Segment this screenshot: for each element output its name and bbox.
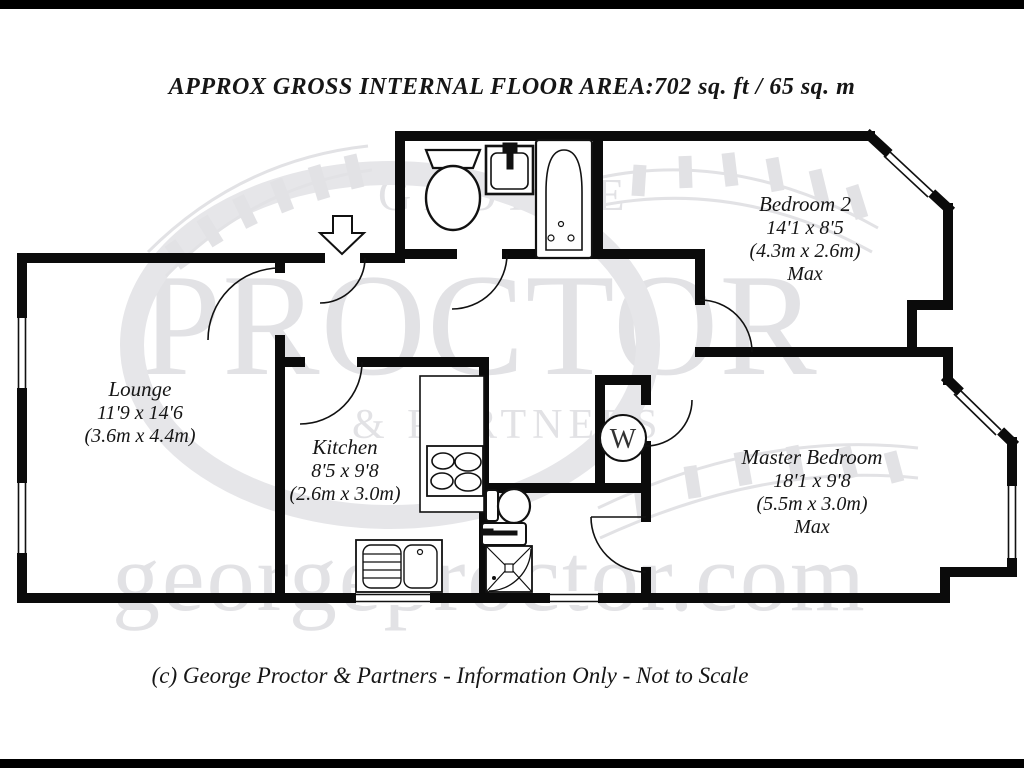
shower-room-fixtures	[480, 487, 533, 593]
kitchen-sink-icon	[355, 539, 443, 593]
hall-rear-window	[550, 591, 598, 605]
closet-door-arc	[645, 399, 693, 447]
copyright-footer: (c) George Proctor & Partners - Informat…	[151, 663, 749, 688]
washing-machine-icon: W	[599, 414, 647, 462]
room-label-bedroom2: Bedroom 2 14'1 x 8'5 (4.3m x 2.6m) Max	[749, 192, 861, 285]
windows	[15, 134, 1019, 605]
corner-shower-icon	[485, 545, 533, 593]
bedroom2-bay-window	[868, 134, 950, 216]
bathroom-fixtures	[424, 138, 594, 260]
master-bay-diagonal-window	[939, 373, 1019, 453]
kitchen-fixtures	[355, 375, 485, 593]
room-name: Lounge	[108, 377, 172, 401]
watermark-logo-graphics	[120, 144, 919, 540]
toilet2-icon	[485, 487, 532, 525]
top-border-bar	[0, 0, 1024, 9]
hob-icon	[426, 445, 484, 497]
lounge-door-arc	[207, 267, 281, 341]
room-name: Kitchen	[312, 435, 378, 459]
kitchen-door-arc	[299, 361, 363, 425]
washing-machine-symbol: W	[610, 424, 637, 455]
toilet-icon	[424, 148, 482, 232]
master-right-window	[1005, 486, 1019, 558]
room-dims-metric: (2.6m x 3.0m)	[289, 482, 401, 505]
entrance-door-arc	[319, 257, 366, 304]
bedroom2-door-arc	[699, 299, 753, 353]
room-label-master-bedroom: Master Bedroom 18'1 x 9'8 (5.5m x 3.0m) …	[741, 445, 883, 538]
room-dims-imperial: 18'1 x 9'8	[773, 469, 851, 492]
room-dims-imperial: 11'9 x 14'6	[97, 401, 183, 424]
room-name: Bedroom 2	[759, 192, 851, 216]
master-door-arc	[590, 516, 647, 573]
bathtub-icon	[534, 138, 594, 260]
room-dims-metric: (4.3m x 2.6m)	[749, 239, 861, 262]
room-dims-metric: (3.6m x 4.4m)	[84, 424, 196, 447]
basin2-icon	[480, 522, 527, 546]
room-label-lounge: Lounge 11'9 x 14'6 (3.6m x 4.4m)	[84, 377, 196, 448]
lounge-window-upper	[15, 318, 29, 388]
basin-icon	[484, 142, 535, 196]
bathroom-door-arc	[451, 253, 508, 310]
page-title: APPROX GROSS INTERNAL FLOOR AREA:702 sq.…	[168, 74, 856, 100]
room-dims-imperial: 14'1 x 8'5	[766, 216, 844, 239]
kitchen-window	[356, 591, 430, 605]
lounge-window-lower	[15, 483, 29, 553]
door-arcs	[207, 253, 753, 573]
bottom-border-bar	[0, 759, 1024, 768]
entrance-arrow-icon	[317, 215, 367, 256]
room-dims-metric: (5.5m x 3.0m)	[756, 492, 868, 515]
room-label-kitchen: Kitchen 8'5 x 9'8 (2.6m x 3.0m)	[289, 435, 401, 506]
room-name: Master Bedroom	[741, 445, 883, 469]
room-dims-imperial: 8'5 x 9'8	[311, 459, 379, 482]
room-dims-max: Max	[787, 262, 823, 285]
room-dims-max: Max	[794, 515, 830, 538]
